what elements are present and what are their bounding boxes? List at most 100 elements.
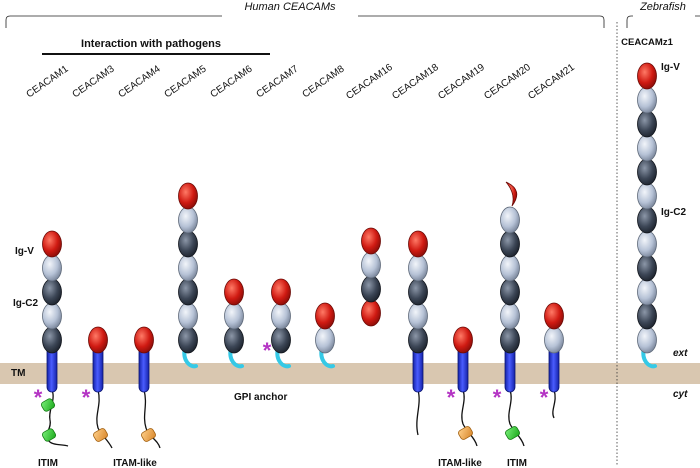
ceacam18-ig-c2-domain-dark-1 (408, 326, 428, 354)
ceacam18-ig-v-domain-5 (408, 230, 428, 258)
ceacamz1-ig-c2-domain-dark-10 (637, 110, 657, 138)
glycosylation-asterisk-1: * (34, 385, 43, 410)
ceacam19-itam-motif (458, 426, 473, 440)
protein-ceacam16 (361, 227, 381, 327)
label-cyt: cyt (673, 389, 688, 400)
ceacam20-ig-c2-domain-light-2 (500, 302, 520, 330)
ceacam21-cytoplasmic-tail (552, 389, 556, 419)
cell-membrane (0, 363, 700, 384)
ceacam16-ig-c2-domain-dark-2 (361, 275, 381, 303)
bracket-gap-zebrafish (633, 9, 695, 21)
ceacamz1-ig-c2-domain-light-3 (637, 278, 657, 306)
ceacamz1-ig-c2-domain-dark-8 (637, 158, 657, 186)
ceacam5-ig-c2-domain-dark-5 (178, 230, 198, 258)
ceacam6-ig-c2-domain-dark-1 (224, 326, 244, 354)
protein-ceacam5 (178, 182, 198, 369)
ceacam8-ig-c2-domain-light-1 (315, 326, 335, 354)
ceacam7-ig-v-domain-3 (271, 278, 291, 306)
ceacam1-ig-c2-domain-light-2 (42, 302, 62, 330)
ceacamz1-ig-c2-domain-light-9 (637, 134, 657, 162)
ceacam5-ig-c2-domain-dark-1 (178, 326, 198, 354)
label-itam-1: ITAM-like (113, 458, 157, 468)
name-ceacam8: CEACAM8 (301, 63, 347, 100)
ceacam3-itam-motif (93, 428, 108, 442)
protein-ceacam7 (271, 278, 291, 369)
ceacam20-ig-c2-domain-light-6 (500, 206, 520, 234)
ceacam20-ig-c2-domain-dark-1 (500, 326, 520, 354)
ceacamz1-ig-c2-domain-light-7 (637, 182, 657, 210)
ceacam16-ig-v-domain-1 (361, 299, 381, 327)
ceacam3-cytoplasmic-tail (96, 389, 113, 449)
name-ceacam18: CEACAM18 (390, 62, 441, 102)
zebrafish-title: Zebrafish (639, 1, 686, 13)
label-itim-2: ITIM (507, 458, 527, 468)
protein-ceacam8 (315, 302, 335, 369)
ceacam20-ig-c2-domain-dark-3 (500, 278, 520, 306)
ceacam1-itim-motif-1 (41, 398, 55, 412)
ceacam16-ig-v-domain-4 (361, 227, 381, 255)
label-ig-v-z: Ig-V (661, 62, 680, 73)
label-gpi: GPI anchor (234, 392, 287, 403)
ceacam5-ig-c2-domain-light-6 (178, 206, 198, 234)
ceacamz1-ig-c2-domain-dark-4 (637, 254, 657, 282)
ceacam18-cytoplasmic-tail (416, 389, 420, 436)
glycosylation-asterisk-3: * (263, 338, 272, 363)
name-ceacam3: CEACAM3 (71, 63, 117, 100)
ceacam20-ig-c2-domain-light-4 (500, 254, 520, 282)
label-ext: ext (673, 348, 688, 359)
ceacamz1-ig-v-domain-12 (637, 62, 657, 90)
ceacam5-ig-c2-domain-light-4 (178, 254, 198, 282)
ceacam5-ig-v-domain-7 (178, 182, 198, 210)
ceacam5-ig-c2-domain-dark-3 (178, 278, 198, 306)
ceacam7-ig-c2-domain-dark-1 (271, 326, 291, 354)
label-tm: TM (11, 368, 25, 379)
label-itam-2: ITAM-like (438, 458, 482, 468)
ceacamz1-ig-c2-domain-light-5 (637, 230, 657, 258)
ceacam18-ig-c2-domain-dark-3 (408, 278, 428, 306)
ceacam19-ig-v-domain-1 (453, 326, 473, 354)
name-ceacam20: CEACAM20 (482, 62, 533, 102)
name-ceacam16: CEACAM16 (344, 62, 395, 102)
name-ceacam4: CEACAM4 (117, 63, 163, 100)
ceacam21-ig-v-domain-2 (544, 302, 564, 330)
ceacam20-ig-v-domain (505, 181, 518, 207)
ceacamz1-ig-c2-domain-dark-2 (637, 302, 657, 330)
pathogen-label: Interaction with pathogens (81, 38, 221, 50)
protein-ceacamz1 (637, 62, 657, 369)
ceacam6-ig-c2-domain-light-2 (224, 302, 244, 330)
protein-ceacam6 (224, 278, 244, 369)
human-title: Human CEACAMs (244, 1, 336, 13)
ceacamz1-ig-c2-domain-light-1 (637, 326, 657, 354)
ceacam4-ig-v-domain-1 (134, 326, 154, 354)
protein-ceacam21 (544, 302, 564, 419)
protein-group: ****** (34, 62, 657, 449)
label-ig-c2-z: Ig-C2 (661, 207, 686, 218)
ceacam18-ig-c2-domain-light-2 (408, 302, 428, 330)
label-ig-v: Ig-V (15, 246, 34, 257)
ceacam4-cytoplasmic-tail (143, 389, 161, 449)
ceacamz1-ig-c2-domain-light-11 (637, 86, 657, 114)
name-ceacam19: CEACAM19 (436, 62, 487, 102)
glycosylation-asterisk-4: * (447, 385, 456, 410)
protein-ceacam1 (41, 230, 69, 447)
ceacam5-ig-c2-domain-light-2 (178, 302, 198, 330)
ceacamz1-ig-c2-domain-dark-6 (637, 206, 657, 234)
glycosylation-asterisk-5: * (493, 385, 502, 410)
ceacam21-ig-c2-domain-light-1 (544, 326, 564, 354)
name-ceacam21: CEACAM21 (526, 62, 577, 102)
name-ceacam1: CEACAM1 (25, 63, 71, 100)
zebrafish-bracket (626, 15, 700, 28)
label-ig-c2: Ig-C2 (13, 298, 38, 309)
protein-ceacam4 (134, 326, 161, 449)
ceacam16-ig-c2-domain-light-3 (361, 251, 381, 279)
ceacam1-ig-v-domain-5 (42, 230, 62, 258)
ceacam8-ig-v-domain-2 (315, 302, 335, 330)
ceacam4-itam-motif (141, 428, 156, 442)
ceacam1-ig-c2-domain-dark-1 (42, 326, 62, 354)
ceacam20-itim-motif (505, 426, 520, 440)
label-itim-1: ITIM (38, 458, 58, 468)
name-ceacam7: CEACAM7 (255, 63, 301, 100)
